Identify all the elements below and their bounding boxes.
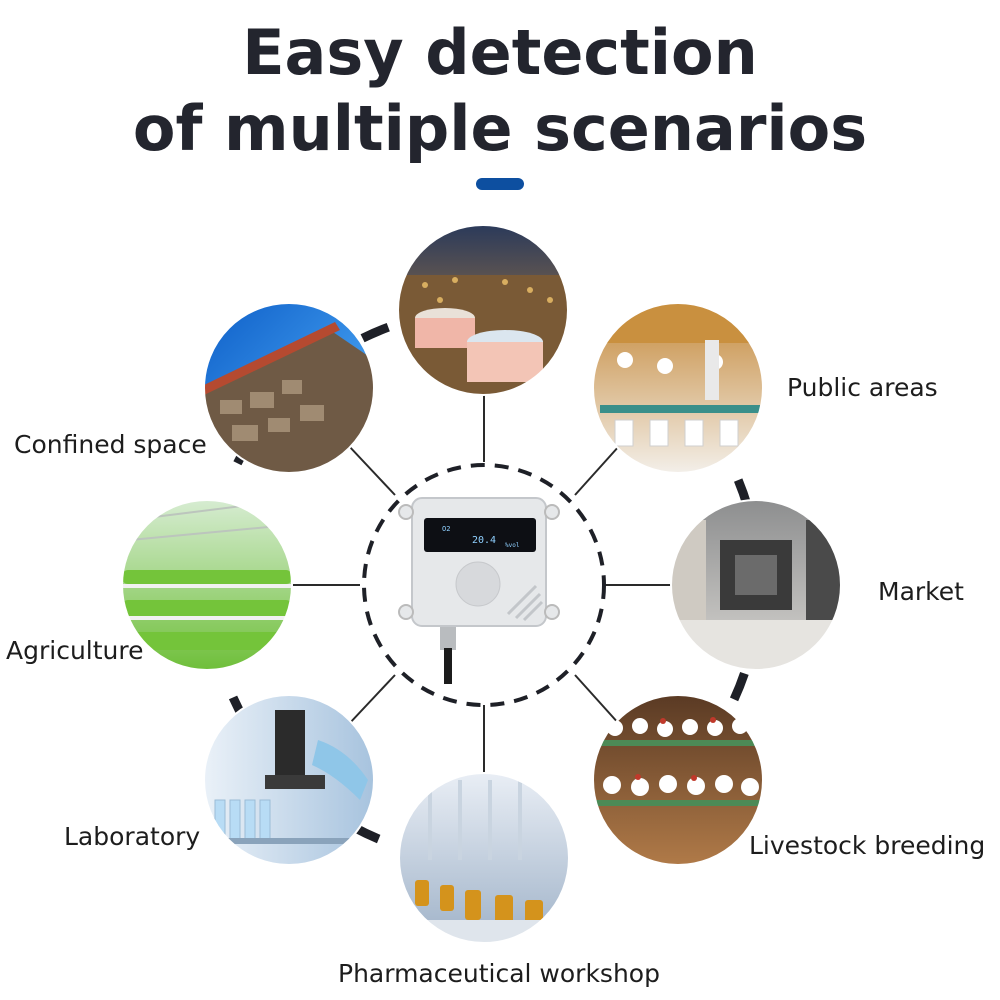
label-market: Market <box>878 577 964 606</box>
label-agriculture: Agriculture <box>6 636 144 665</box>
page-title-line-1: Easy detection <box>242 16 758 89</box>
title-accent-bar <box>476 178 524 190</box>
connector-lines <box>292 395 671 773</box>
label-public-areas: Public areas <box>787 373 938 402</box>
scenario-image-industrial-plant <box>398 225 568 395</box>
scenario-image-laboratory <box>204 695 374 865</box>
device-display <box>424 518 536 552</box>
sensor-device: O2 20.4 %vol <box>398 497 560 684</box>
label-livestock-breeding: Livestock breeding <box>749 831 986 860</box>
sensor-grille <box>455 561 501 607</box>
page-title-line-2: of multiple scenarios <box>132 92 868 165</box>
scenario-image-livestock-breeding <box>593 695 763 865</box>
display-value: 20.4 <box>472 535 496 546</box>
display-tag: O2 <box>442 525 450 533</box>
label-pharmaceutical-workshop: Pharmaceutical workshop <box>338 959 660 988</box>
label-confined-space: Confined space <box>14 430 207 459</box>
scenario-image-pharmaceutical-workshop <box>399 773 569 943</box>
scenario-image-confined-space <box>204 303 374 473</box>
scenario-image-public-areas <box>593 303 763 473</box>
label-laboratory: Laboratory <box>64 822 201 851</box>
scenario-image-market <box>671 500 841 670</box>
display-unit: %vol <box>505 542 520 549</box>
scenario-image-agriculture <box>122 500 292 670</box>
